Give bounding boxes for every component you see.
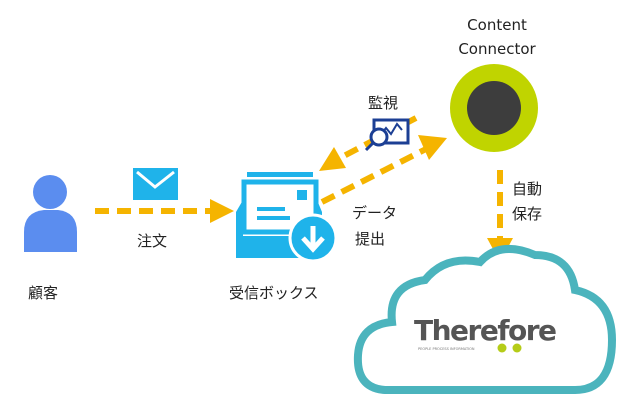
order-label: 注文 [137, 232, 167, 250]
autosave-label-2: 保存 [512, 205, 542, 223]
cloud-shape [353, 244, 617, 394]
svg-text:Therefore: Therefore [414, 314, 556, 347]
inbox-label: 受信ボックス [229, 284, 319, 302]
inbox-icon [236, 172, 338, 263]
submit-label-2: 提出 [355, 230, 385, 248]
monitor-arrow [319, 115, 418, 171]
monitoring-icon [364, 118, 410, 152]
submit-label-1: データ [352, 204, 397, 222]
order-arrow [95, 199, 234, 223]
submit-arrow [320, 135, 447, 205]
svg-text:PEOPLE PROCESS INFORMATION: PEOPLE PROCESS INFORMATION [418, 347, 475, 351]
customer-icon [24, 175, 77, 252]
customer-label: 顧客 [28, 284, 58, 302]
connector-label-1: Content [467, 16, 527, 34]
autosave-label-1: 自動 [512, 180, 542, 198]
connector-label-2: Connector [458, 40, 536, 58]
monitor-label: 監視 [368, 94, 398, 112]
mail-icon [133, 168, 178, 200]
therefore-logo: Therefore PEOPLE PROCESS INFORMATION [414, 314, 558, 353]
content-connector-icon [450, 64, 538, 152]
